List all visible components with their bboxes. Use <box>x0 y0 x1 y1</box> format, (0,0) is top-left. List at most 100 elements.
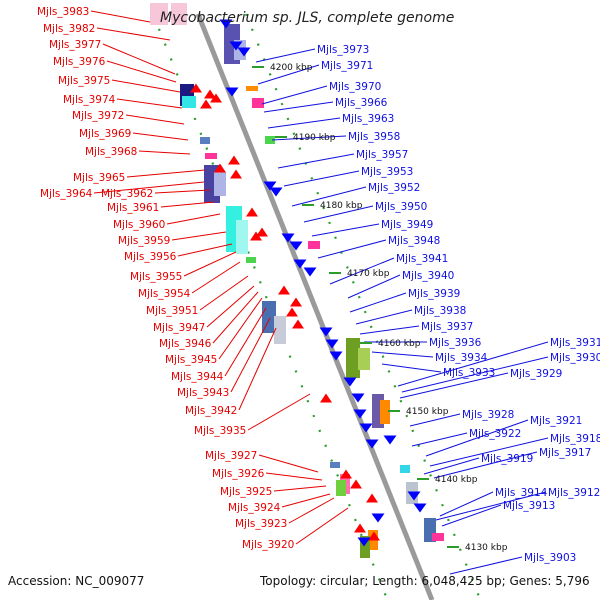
forward-gene-label: Mjls_3950 <box>375 201 427 213</box>
forward-label-leader <box>423 457 480 475</box>
forward-label-leader <box>397 341 549 387</box>
forward-label-leader <box>255 48 316 63</box>
feature-marker <box>432 533 444 541</box>
reverse-label-leader <box>281 493 331 508</box>
forward-gene-arrow <box>343 377 357 387</box>
reverse-gene-label: Mjls_3926 <box>212 468 265 480</box>
forward-gene-arrow <box>383 435 397 445</box>
forward-gene-label: Mjls_3936 <box>429 337 482 349</box>
kbp-tick-label: 4180 kbp <box>320 201 363 211</box>
forward-gene-label: Mjls_3948 <box>388 235 440 247</box>
reverse-gene-label: Mjls_3945 <box>165 354 217 366</box>
forward-gene-label: Mjls_3933 <box>443 367 495 379</box>
forward-gene-label: Mjls_3930 <box>550 352 600 364</box>
reverse-gene-arrow <box>190 83 202 93</box>
forward-label-leader <box>359 325 420 335</box>
feature-box <box>236 220 248 254</box>
reverse-label-leader <box>199 275 249 311</box>
forward-label-leader <box>425 419 529 457</box>
forward-gene-arrow <box>219 19 233 29</box>
feature-box <box>274 316 286 344</box>
forward-label-leader <box>257 64 320 85</box>
forward-label-leader <box>329 257 395 285</box>
forward-gene-label: Mjls_3931 <box>550 337 600 349</box>
reverse-label-leader <box>288 497 335 524</box>
reverse-gene-label: Mjls_3961 <box>107 202 159 214</box>
feature-box <box>182 96 196 108</box>
forward-label-leader <box>449 556 523 575</box>
forward-gene-arrow <box>229 41 243 51</box>
feature-marker <box>330 462 340 468</box>
reverse-gene-arrow <box>230 169 242 179</box>
feature-marker <box>400 465 410 473</box>
forward-gene-arrow <box>269 187 283 197</box>
kbp-tick-label: 4150 kbp <box>406 407 449 417</box>
forward-gene-label: Mjls_3939 <box>408 288 460 300</box>
forward-gene-arrow <box>359 423 373 433</box>
reverse-label-leader <box>177 243 233 257</box>
reverse-gene-arrow <box>286 307 298 317</box>
feature-boxes <box>150 3 444 558</box>
forward-gene-label: Mjls_3917 <box>539 447 591 459</box>
reverse-gene-label: Mjls_3965 <box>73 172 125 184</box>
reverse-gene-label: Mjls_3982 <box>43 23 95 35</box>
reverse-gene-label: Mjls_3969 <box>79 128 131 140</box>
forward-label-leader <box>303 205 374 223</box>
reverse-label-leader <box>111 79 181 93</box>
reverse-gene-arrow <box>292 319 304 329</box>
forward-gene-arrow <box>237 47 251 57</box>
feature-marker <box>200 137 210 144</box>
forward-gene-arrow <box>319 327 333 337</box>
reverse-gene-arrow <box>290 297 302 307</box>
reverse-gene-arrow <box>204 89 216 99</box>
forward-gene-arrow <box>293 259 307 269</box>
reverse-gene-arrow <box>320 393 332 403</box>
gene-labels: Mjls_3983Mjls_3982Mjls_3977Mjls_3976Mjls… <box>37 6 600 564</box>
feature-marker <box>246 257 256 263</box>
forward-label-leader <box>381 363 442 373</box>
reverse-gene-label: Mjls_3943 <box>177 387 229 399</box>
reverse-label-leader <box>132 132 189 141</box>
forward-gene-arrow <box>263 181 277 191</box>
reverse-gene-arrow <box>256 227 268 237</box>
reverse-gene-label: Mjls_3983 <box>37 6 89 18</box>
feature-box <box>150 3 168 25</box>
reverse-gene-label: Mjls_3935 <box>194 425 246 437</box>
reverse-gene-arrow <box>278 285 290 295</box>
reverse-gene-label: Mjls_3925 <box>220 486 272 498</box>
reverse-gene-label: Mjls_3956 <box>124 251 177 263</box>
reverse-gene-arrow <box>214 163 226 173</box>
forward-gene-arrow <box>225 87 239 97</box>
reverse-label-leader <box>116 98 183 109</box>
reverse-label-leader <box>273 485 327 492</box>
forward-gene-label: Mjls_3918 <box>550 433 600 445</box>
accession-text: Accession: NC_009077 <box>8 574 145 588</box>
reverse-label-leader <box>138 150 191 155</box>
feature-box <box>358 348 370 370</box>
topology-text: Topology: circular; Length: 6,048,425 bp… <box>260 574 590 588</box>
forward-gene-arrow <box>371 513 385 523</box>
forward-gene-label: Mjls_3958 <box>348 131 400 143</box>
reverse-gene-arrow <box>200 99 212 109</box>
genome-backbone <box>195 13 435 600</box>
forward-gene-arrow <box>325 339 339 349</box>
forward-label-leader <box>349 292 407 313</box>
reverse-gene-arrow <box>350 479 362 489</box>
reverse-gene-arrow <box>354 523 366 533</box>
forward-gene-label: Mjls_3952 <box>368 182 420 194</box>
reverse-label-leader <box>295 507 349 545</box>
forward-label-leader <box>311 223 380 237</box>
gene-arrows <box>190 19 427 547</box>
reverse-gene-label: Mjls_3923 <box>235 518 287 530</box>
forward-label-leader <box>409 413 461 427</box>
reverse-label-leader <box>126 169 206 178</box>
forward-gene-arrow <box>329 351 343 361</box>
reverse-label-leader <box>106 60 177 83</box>
forward-gene-label: Mjls_3903 <box>524 552 576 564</box>
reverse-gene-arrow <box>246 207 258 217</box>
forward-gene-label: Mjls_3941 <box>396 253 448 265</box>
reverse-gene-label: Mjls_3964 <box>40 188 93 200</box>
kbp-tick-label: 4130 kbp <box>465 543 508 553</box>
reverse-label-leader <box>171 231 227 241</box>
